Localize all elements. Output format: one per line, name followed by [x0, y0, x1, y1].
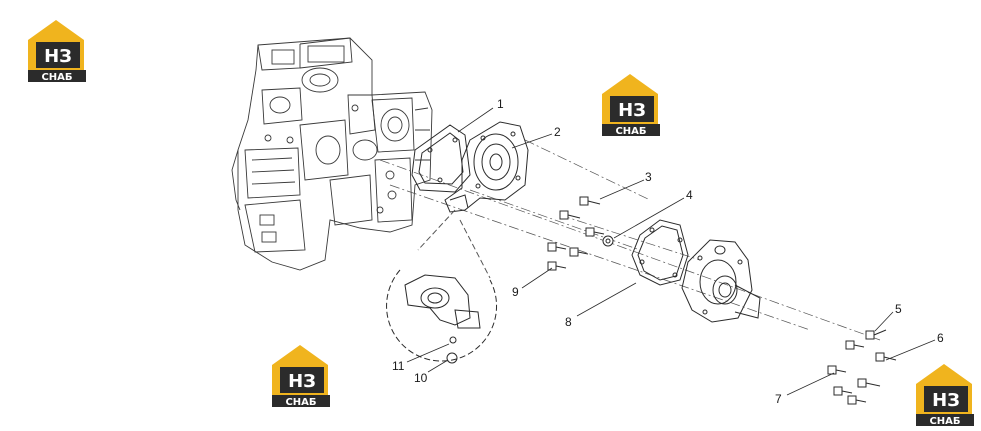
svg-text:НЗ: НЗ: [618, 100, 646, 121]
bolt: [827, 365, 847, 375]
svg-text:СНАБ: СНАБ: [615, 126, 646, 137]
bolt: [857, 378, 881, 388]
bolt: [579, 196, 601, 206]
detail-inset: [386, 209, 497, 364]
leader-lines: [406, 107, 936, 396]
nut: [602, 235, 614, 247]
callout-6: 6: [937, 331, 944, 345]
svg-text:НЗ: НЗ: [44, 46, 72, 67]
bolt: [585, 227, 605, 237]
callout-11: 11: [392, 359, 405, 373]
svg-text:СНАБ: СНАБ: [285, 397, 316, 408]
bolts-group-3-9: [547, 196, 614, 271]
callout-numbers: 1 2 3 4 5 6 7 8 9 10 11: [392, 97, 944, 406]
bolt: [569, 247, 589, 257]
svg-text:СНАБ: СНАБ: [929, 416, 960, 427]
callout-2: 2: [554, 125, 561, 139]
pump-housing-part-2: [444, 121, 529, 213]
callout-8: 8: [565, 315, 572, 329]
callout-3: 3: [645, 170, 652, 184]
callout-9: 9: [512, 285, 519, 299]
callout-1: 1: [497, 97, 504, 111]
gasket-part-1: [411, 124, 471, 193]
svg-text:СНАБ: СНАБ: [41, 72, 72, 83]
svg-text:НЗ: НЗ: [288, 371, 316, 392]
bolt: [833, 386, 853, 396]
bolt: [547, 242, 567, 252]
bolt: [847, 395, 867, 405]
callout-7: 7: [775, 392, 782, 406]
svg-text:НЗ: НЗ: [932, 390, 960, 411]
water-pump: [681, 239, 761, 323]
logo-bottom-right: НЗ СНАБ: [916, 364, 974, 427]
callout-4: 4: [686, 188, 693, 202]
gasket-part-4: [631, 219, 689, 286]
callout-10: 10: [414, 371, 428, 385]
bolt: [559, 210, 581, 220]
callout-5: 5: [895, 302, 902, 316]
bolts-group-5-6-7: [827, 329, 897, 405]
logo-top-center: НЗ СНАБ: [602, 74, 660, 137]
bolt: [547, 261, 567, 271]
engine-block: [231, 37, 433, 271]
logo-bottom-left: НЗ СНАБ: [272, 345, 330, 408]
bolt: [845, 340, 865, 350]
logo-top-left: НЗ СНАБ: [28, 20, 86, 83]
bolt: [865, 329, 887, 340]
